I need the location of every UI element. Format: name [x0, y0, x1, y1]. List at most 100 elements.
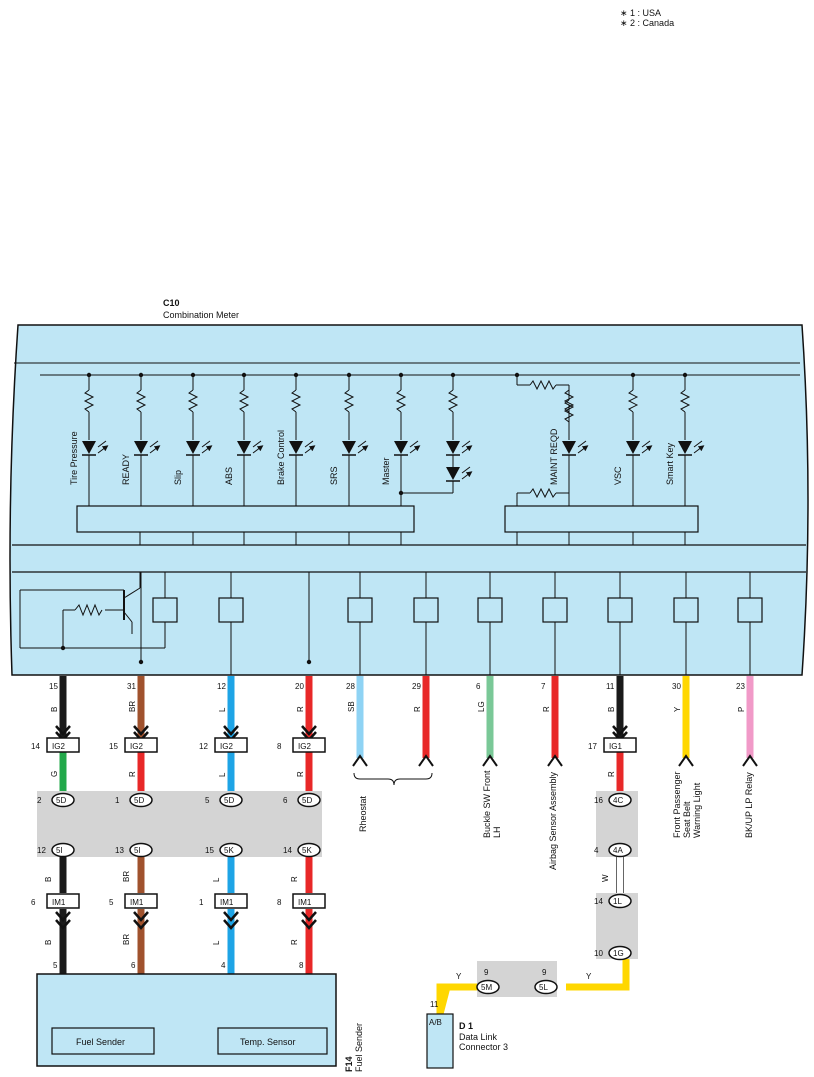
data-link-connector: A/B 11 D 1 Data Link Connector 3 Y Y: [426, 972, 592, 1069]
connector-im1-2: IM1 1: [199, 893, 248, 909]
wire-code: R: [296, 706, 305, 712]
junction-bottom-1: 5I 13: [115, 842, 153, 858]
buckle-label-2: LH: [492, 826, 502, 838]
meter-pin-29: 29R: [412, 676, 434, 767]
terminal-square: [152, 597, 178, 623]
control-block-right: [504, 505, 699, 533]
indicator-extras: [139, 372, 686, 545]
connector-name: IG2: [298, 742, 311, 751]
connector-name: IG2: [130, 742, 143, 751]
wire-code: R: [607, 771, 616, 777]
dlc-name-2: Connector 3: [459, 1042, 508, 1052]
legend-canada: ∗ 2 : Canada: [620, 18, 674, 28]
indicator-label: VSC: [613, 466, 623, 485]
connector-name: IM1: [220, 898, 234, 907]
wire-code: W: [601, 874, 610, 882]
indicator-label: Tire Pressure: [69, 431, 79, 485]
wire-code: P: [737, 707, 746, 712]
indicator-ready: READY: [121, 372, 158, 506]
connector-pin: 15: [205, 846, 214, 855]
connector-name: 5I: [56, 846, 63, 855]
wire-code: B: [50, 707, 59, 712]
meter-terminals: [19, 572, 141, 649]
connector-name: 5D: [302, 796, 312, 805]
connector-pin: 4: [594, 846, 599, 855]
pin-number: 7: [541, 682, 546, 691]
junction-top-0: 5D2: [37, 792, 75, 808]
meter-pin-12: 12L: [217, 676, 239, 742]
pin-number: 29: [412, 682, 421, 691]
fuel-sender-label: Fuel Sender: [76, 1037, 125, 1047]
connector-name: IM1: [298, 898, 312, 907]
connector-name: 5L: [539, 983, 548, 992]
terminal-square: [737, 597, 763, 623]
connector-pin: 6: [283, 796, 288, 805]
pin-number: 31: [127, 682, 136, 691]
wire-code: L: [218, 707, 227, 712]
indicator-smart-key: Smart Key: [665, 372, 702, 506]
pin-number: 6: [476, 682, 481, 691]
junction-top-4: 4C 16: [594, 792, 632, 808]
sender-name: Fuel Sender: [354, 1023, 364, 1072]
indicator-master: Master: [381, 372, 418, 506]
connector-pin: 1: [199, 898, 204, 907]
control-block-left: [76, 505, 415, 533]
temp-sensor-label: Temp. Sensor: [240, 1037, 296, 1047]
meter-pin-6: 6LG: [476, 676, 498, 767]
indicator-vsc: VSC: [613, 372, 650, 506]
connector-name: 5D: [134, 796, 144, 805]
connector-name: 5D: [56, 796, 66, 805]
wire-code: B: [44, 940, 53, 945]
airbag-label: Airbag Sensor Assembly: [548, 771, 558, 870]
dlc-wire-right: Y: [586, 972, 592, 981]
dlc-pin: 11: [430, 1000, 439, 1009]
connector-pin: 6: [31, 898, 36, 907]
temp-sensor-box: [217, 1027, 328, 1055]
legend-usa: ∗ 1 : USA: [620, 8, 661, 18]
sender-pin-top: 5: [53, 961, 58, 970]
wire-code: G: [50, 771, 59, 777]
connector-name: 4A: [613, 846, 623, 855]
meter-pin-11: 11B: [606, 676, 628, 742]
dlc-code: D 1: [459, 1021, 473, 1031]
combination-meter: [9, 324, 809, 676]
connector-pin: 13: [115, 846, 124, 855]
wire-code: R: [128, 771, 137, 777]
indicator-label: Smart Key: [665, 442, 675, 485]
indicator-tire-pressure: Tire Pressure: [69, 372, 106, 506]
connector-5m: 5M9: [476, 968, 500, 995]
connector-name: 5M: [481, 983, 492, 992]
rheostat-label: Rheostat: [358, 795, 368, 832]
connector-name: IG2: [220, 742, 233, 751]
dlc-connector-label: A/B: [429, 1018, 442, 1027]
wire-code: BR: [122, 934, 131, 945]
connector-name: 5D: [224, 796, 234, 805]
wire-code: R: [542, 706, 551, 712]
connector-name: IM1: [52, 898, 66, 907]
indicator-slip: Slip: [173, 372, 210, 506]
connector-pin: 16: [594, 796, 603, 805]
meter-pin-30: 30Y: [672, 676, 694, 767]
indicator-label: SRS: [329, 466, 339, 485]
terminal-square: [347, 597, 373, 623]
connector-pin: 10: [594, 949, 603, 958]
wire-code: Y: [673, 706, 682, 712]
connector-name: 5I: [134, 846, 141, 855]
bkup-label: BK/UP LP Relay: [744, 772, 754, 838]
connector-name: IG1: [609, 742, 622, 751]
connector-name: 4C: [613, 796, 623, 805]
connector-name: IM1: [130, 898, 144, 907]
indicator-brake-control: Brake Control: [276, 372, 313, 506]
connector-5l: 5L9: [534, 968, 558, 995]
fuel-sender-box: [51, 1027, 155, 1055]
